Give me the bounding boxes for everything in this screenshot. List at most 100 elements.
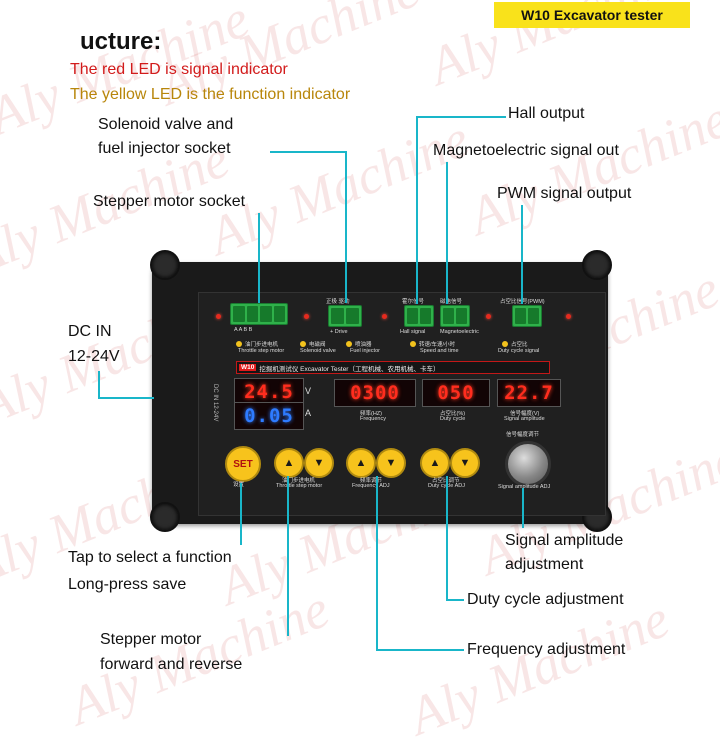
stepper-up-button[interactable]: ▲	[274, 448, 304, 478]
red-led-icon	[216, 314, 221, 319]
frequency-adj-caption: 频率调节	[360, 478, 383, 484]
amplitude-adj-caption: 信号幅度调节	[506, 432, 540, 438]
arrow-up-icon: ▲	[429, 457, 441, 469]
indicator-stepper-en: Throttle step motor	[238, 348, 285, 354]
set-caption: 设置	[233, 482, 245, 488]
volt-unit: V	[305, 386, 312, 396]
indicator-duty: 占空比	[511, 342, 528, 348]
label-set-1: Tap to select a function	[68, 549, 232, 566]
indicator-stepper: 油门步进电机	[245, 342, 279, 348]
stepper-socket-pins: A A B B	[234, 327, 253, 333]
hall-output-socket[interactable]	[404, 305, 434, 327]
amplitude-knob[interactable]	[505, 441, 551, 487]
label-pwm: PWM signal output	[497, 185, 632, 202]
device-title: 挖掘机测试仪 Excavator Tester（工程机械、农用机械、卡车）	[259, 365, 440, 373]
indicator-solenoid-en: Solenoid valve	[300, 348, 336, 354]
stepper-caption: 油门步进电机	[282, 478, 316, 484]
dc-in-side-label: DC IN 12-24V	[212, 384, 218, 422]
voltmeter-display: 24.5	[234, 378, 304, 406]
product-badge: W10 Excavator tester	[494, 2, 690, 28]
duty-down-button[interactable]: ▼	[450, 448, 480, 478]
set-button[interactable]: SET	[225, 446, 261, 482]
hall-socket-top: 霍尔信号	[402, 299, 425, 305]
label-frequency: Frequency adjustment	[467, 641, 626, 658]
indicator-injector-en: Fuel injector	[350, 348, 380, 354]
solenoid-socket-top: 正极 驱动	[326, 299, 350, 305]
stepper-down-button[interactable]: ▼	[304, 448, 334, 478]
page-heading: ucture:	[80, 28, 162, 55]
amplitude-display: 22.7	[497, 379, 561, 407]
yellow-led-icon	[300, 341, 306, 347]
duty-cycle-display: 050	[422, 379, 490, 407]
duty-adj-caption: 占空比调节	[432, 476, 460, 484]
leader-line	[270, 151, 346, 153]
leader-line	[446, 599, 464, 601]
watermark-text: Aly Machine	[200, 108, 478, 267]
arrow-up-icon: ▲	[283, 457, 295, 469]
arrow-down-icon: ▼	[313, 457, 325, 469]
solenoid-socket-pins: + Drive	[330, 329, 348, 335]
leader-line	[345, 151, 347, 303]
label-stepper-2: forward and reverse	[100, 656, 243, 673]
leader-line	[446, 162, 448, 304]
leader-line	[416, 116, 506, 118]
duty-caption-en: Duty cycle	[440, 416, 466, 422]
frequency-caption-en: Frequency	[360, 416, 386, 422]
leader-line	[416, 116, 418, 304]
leader-line	[521, 205, 523, 304]
amplitude-caption-en: Signal amplitude	[504, 416, 545, 422]
hall-socket-caption: Hall signal	[400, 329, 426, 335]
indicator-speed-en: Speed and time	[420, 348, 459, 354]
label-set-2: Long-press save	[68, 576, 187, 593]
red-led-icon	[382, 314, 387, 319]
leader-line	[287, 476, 289, 636]
magneto-socket-top: 磁电信号	[440, 299, 463, 305]
watermark-text: Aly Machine	[460, 88, 720, 247]
yellow-led-icon	[346, 341, 352, 347]
label-solenoid-1: Solenoid valve and	[98, 116, 234, 133]
stepper-caption-en: Throttle step motor	[276, 483, 323, 489]
model-badge: W10	[239, 364, 257, 371]
magneto-socket-caption: Magnetoelectric	[440, 329, 479, 335]
indicator-solenoid: 电磁阀	[309, 342, 326, 348]
frequency-up-button[interactable]: ▲	[346, 448, 376, 478]
screw-icon	[150, 250, 180, 280]
label-dc-2: 12-24V	[68, 348, 120, 365]
frequency-caption: 频率(HZ)	[360, 411, 382, 417]
amplitude-caption: 信号幅度(V)	[510, 411, 540, 417]
label-stepper-1: Stepper motor	[100, 631, 202, 648]
label-solenoid-2: fuel injector socket	[98, 140, 231, 157]
leader-line	[522, 488, 524, 528]
label-stepper-socket: Stepper motor socket	[93, 193, 246, 210]
screw-icon	[150, 502, 180, 532]
screw-icon	[582, 250, 612, 280]
leader-line	[376, 649, 464, 651]
red-led-icon	[304, 314, 309, 319]
yellow-led-icon	[236, 341, 242, 347]
solenoid-injector-socket[interactable]	[328, 305, 362, 327]
indicator-injector: 喷油器	[355, 342, 372, 348]
arrow-up-icon: ▲	[355, 457, 367, 469]
indicator-speed: 转速/车速/小时	[419, 342, 456, 348]
yellow-led-icon	[410, 341, 416, 347]
leader-line	[446, 476, 448, 600]
frequency-adj-caption-en: Frequency ADJ	[352, 483, 390, 489]
label-hall: Hall output	[508, 105, 585, 122]
leader-line	[258, 213, 260, 303]
label-duty: Duty cycle adjustment	[467, 591, 624, 608]
pwm-output-socket[interactable]	[512, 305, 542, 327]
stepper-motor-socket[interactable]	[230, 303, 288, 325]
label-magneto: Magnetoelectric signal out	[433, 142, 619, 159]
label-dc-1: DC IN	[68, 323, 112, 340]
ammeter-display: 0.05	[234, 402, 304, 430]
duty-up-button[interactable]: ▲	[420, 448, 450, 478]
red-led-note: The red LED is signal indicator	[70, 61, 288, 78]
magneto-output-socket[interactable]	[440, 305, 470, 327]
label-amp-1: Signal amplitude	[505, 532, 624, 549]
arrow-down-icon: ▼	[459, 457, 471, 469]
frequency-down-button[interactable]: ▼	[376, 448, 406, 478]
red-led-icon	[566, 314, 571, 319]
arrow-down-icon: ▼	[385, 457, 397, 469]
amp-unit: A	[305, 408, 312, 418]
